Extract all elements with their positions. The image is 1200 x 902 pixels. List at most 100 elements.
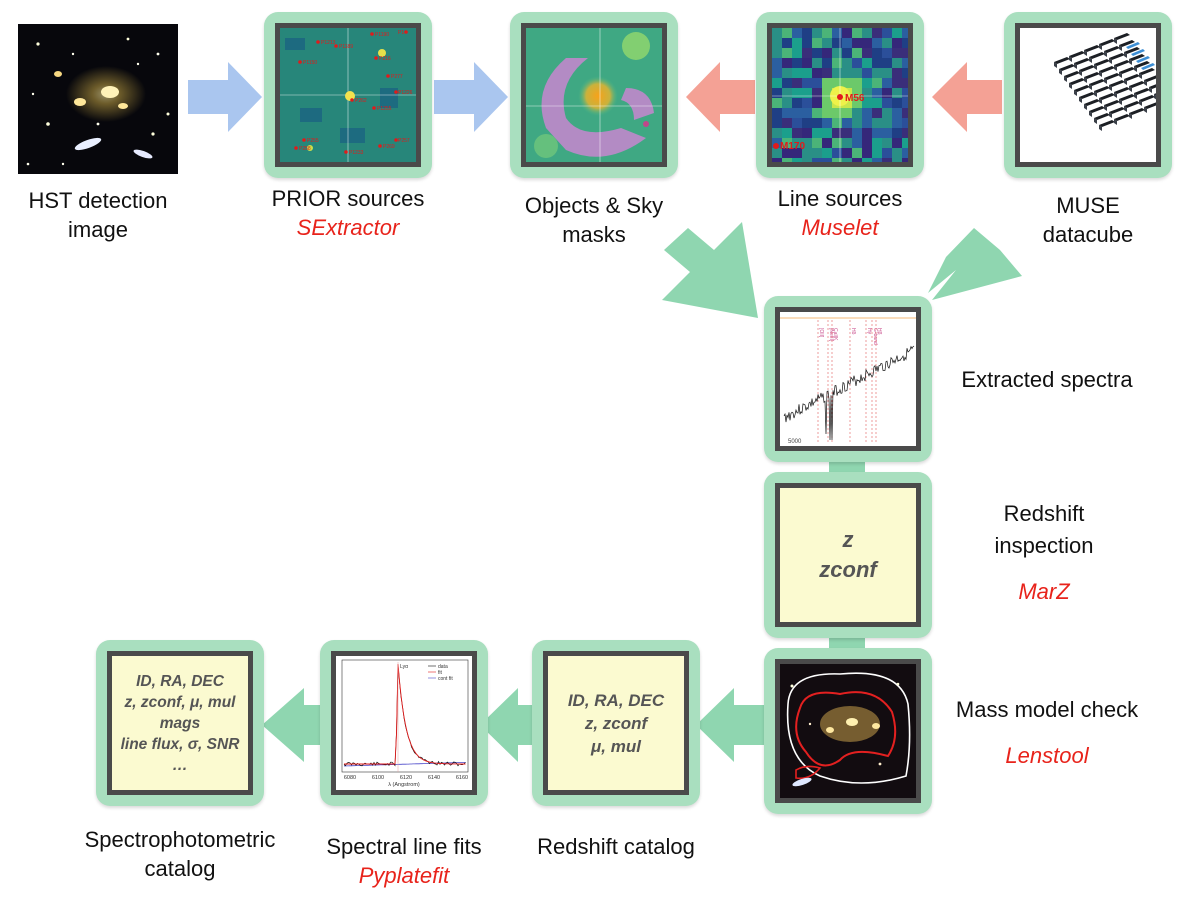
cube-slice-edge	[1144, 80, 1147, 86]
line-pixel	[822, 28, 832, 38]
line-pixel	[832, 68, 842, 78]
spcat-line-1: ID, RA, DEC	[136, 672, 224, 690]
line-pixel	[892, 158, 902, 162]
line-pixel	[802, 118, 812, 128]
line-pixel	[892, 138, 902, 148]
mass-model-map	[780, 664, 916, 798]
prior-source-label: P1150	[303, 60, 317, 66]
hst-field-thumbnail	[18, 24, 178, 174]
line-pixel	[882, 58, 892, 68]
prior-source-dot	[374, 56, 378, 60]
line-pixel	[842, 138, 852, 148]
line-pixel	[892, 128, 902, 138]
spectrum-line-label: [OII]	[818, 328, 824, 338]
cube-slice	[1099, 120, 1115, 127]
fit-legend-cont: cont fit	[438, 676, 453, 682]
cube-slice-highlight	[1131, 49, 1145, 56]
line-pixel	[822, 98, 832, 108]
cube-slice	[1059, 64, 1075, 71]
line-pixel	[872, 118, 882, 128]
mass-thumbnail	[775, 659, 921, 803]
line-pixel	[822, 38, 832, 48]
cube-slice	[1119, 40, 1135, 47]
line-mark-m170: M170	[780, 141, 805, 152]
line-pixel	[782, 148, 792, 158]
line-pixel	[772, 128, 782, 138]
cube-slice-edge	[1114, 65, 1117, 71]
prior-source-dot	[370, 32, 374, 36]
line-pixel	[802, 98, 812, 108]
line-pixel	[862, 88, 872, 98]
line-pixel	[872, 108, 882, 118]
line-pixel	[842, 48, 852, 58]
cube-slice	[1124, 101, 1140, 108]
line-pixel	[812, 118, 822, 128]
line-pixel	[892, 108, 902, 118]
hst-label: HST detection image	[28, 188, 168, 242]
cube-slice-edge	[1134, 93, 1137, 99]
line-pixel	[842, 128, 852, 138]
spectrophotometric-frame: ID, RA, DEC z, zconf, μ, mul mags line f…	[96, 640, 264, 806]
line-pixel	[822, 108, 832, 118]
line-pixel	[782, 48, 792, 58]
spcat-line-4: line flux, σ, SNR	[120, 735, 240, 753]
cube-slice	[1124, 47, 1140, 54]
cube-slice	[1084, 72, 1100, 79]
line-pixel	[772, 138, 782, 148]
cube-slice	[1069, 78, 1085, 85]
cube-slice-edge	[1084, 77, 1087, 83]
prior-source-label: P1233	[349, 150, 364, 156]
cube-slice-edge	[1094, 64, 1097, 70]
line-pixel	[872, 128, 882, 138]
cube-slice-edge	[1094, 118, 1097, 124]
line-pixel	[902, 148, 908, 158]
line-pixel	[852, 78, 862, 88]
line-pixel	[772, 48, 782, 58]
line-pixel	[882, 48, 892, 58]
line-pixel	[872, 28, 882, 38]
cube-slice-edge	[1129, 86, 1132, 92]
line-pixel	[902, 88, 908, 98]
cube-slice-edge	[1139, 73, 1142, 79]
cube-slice-edge	[1119, 45, 1122, 51]
line-pixel	[802, 68, 812, 78]
line-pixel	[872, 98, 882, 108]
line-fit-plot: Lyα data fit cont fit 6080 6100 6120 614…	[336, 656, 472, 790]
cube-slice	[1074, 58, 1090, 65]
line-pixel	[812, 68, 822, 78]
cube-slice	[1089, 106, 1105, 113]
line-pixel	[772, 38, 782, 48]
line-pixel	[862, 148, 872, 158]
line-pixel	[892, 148, 902, 158]
line-pixel	[852, 108, 862, 118]
line-pixel	[812, 58, 822, 68]
cube-slice-edge	[1079, 70, 1082, 76]
arrow-lines-to-masks	[686, 62, 755, 132]
line-mark-m56: M56	[845, 93, 865, 104]
line-pixel	[902, 118, 908, 128]
spcat-line-5: …	[172, 756, 188, 774]
redshift-frame: z zconf	[764, 472, 932, 638]
line-pixel	[862, 28, 872, 38]
prior-source-dot	[316, 40, 320, 44]
cube-slice	[1079, 92, 1095, 99]
line-pixel	[892, 48, 902, 58]
line-fits-label: Spectral line fits Pyplatefit	[298, 832, 510, 890]
cube-slice	[1089, 79, 1105, 86]
cube-slice	[1119, 94, 1135, 101]
line-pixel	[852, 58, 862, 68]
cube-slice-edge	[1144, 107, 1147, 113]
line-pixel	[892, 68, 902, 78]
line-pixel	[882, 158, 892, 162]
redshift-catalog-label: Redshift catalog	[537, 834, 695, 859]
prior-source-label: P255	[307, 138, 319, 144]
line-pixel	[832, 28, 842, 38]
line-pixel	[782, 88, 792, 98]
line-pixel	[902, 108, 908, 118]
line-pixel	[852, 88, 862, 98]
cube-slice	[1114, 33, 1130, 40]
cube-slice-edge	[1109, 85, 1112, 91]
line-pixel	[802, 128, 812, 138]
